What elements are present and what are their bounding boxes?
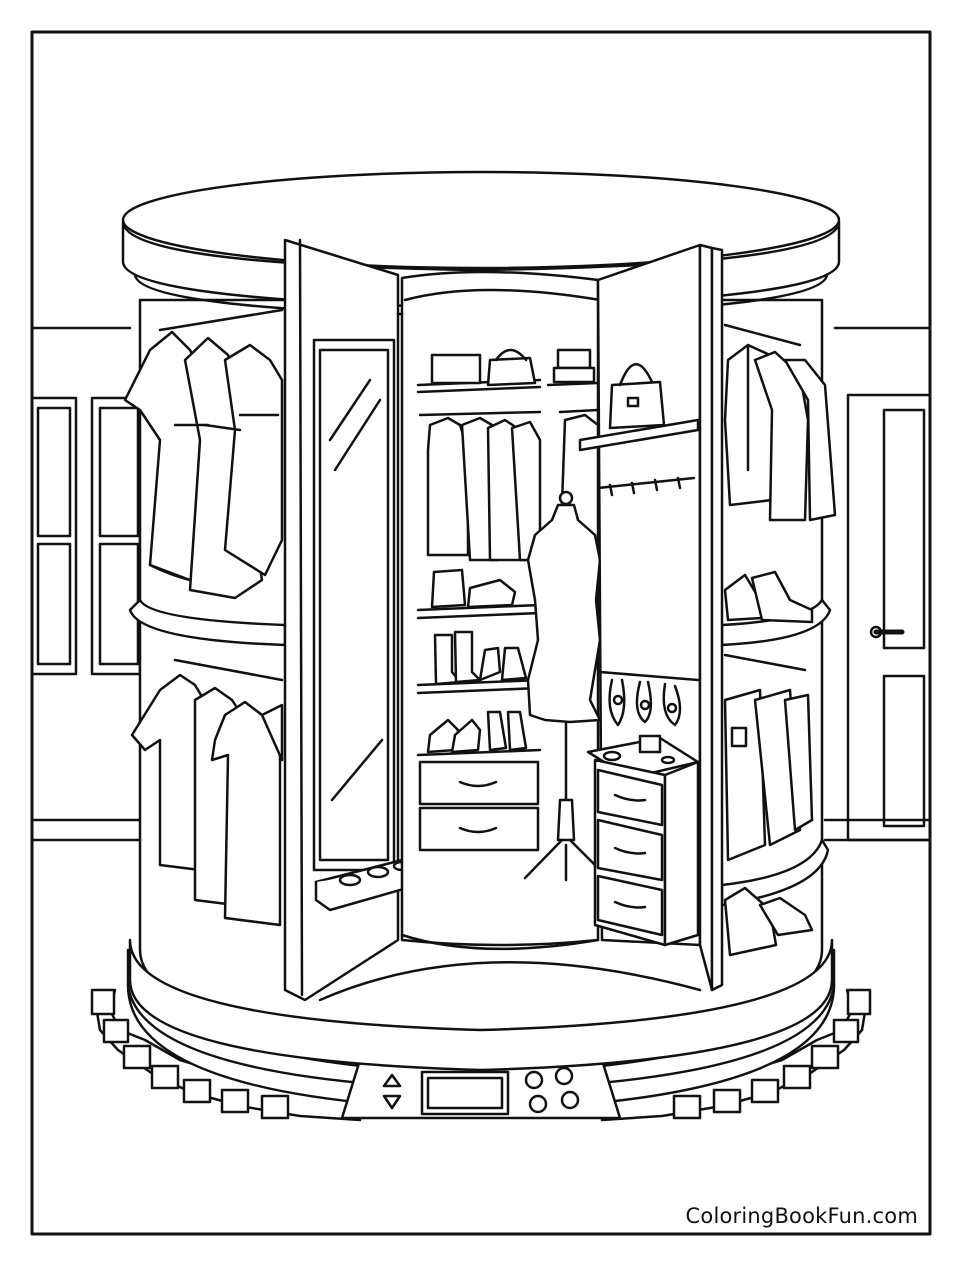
hanging-dresses-left <box>125 310 282 598</box>
folded-bag <box>432 570 465 607</box>
necklaces <box>610 680 625 725</box>
arrow-down-icon <box>384 1096 400 1108</box>
mirror-door <box>285 240 428 1000</box>
control-panel <box>342 1060 620 1118</box>
interior-drawers <box>420 762 538 804</box>
closet-interior <box>320 272 700 1000</box>
arrow-up-icon <box>384 1075 400 1086</box>
dress-form <box>525 492 600 880</box>
window-left-1 <box>32 398 76 674</box>
hanging-tshirts-left <box>132 660 282 925</box>
jewelry-box <box>640 736 660 752</box>
handbag-small <box>488 358 535 385</box>
hanging-jeans-right <box>725 655 812 860</box>
accessory-door <box>580 245 722 990</box>
hat-box <box>432 355 480 383</box>
door-right <box>848 395 930 840</box>
control-knob <box>526 1072 542 1088</box>
room-background <box>32 328 930 840</box>
site-watermark: ColoringBookFun.com <box>685 1204 918 1228</box>
mirror <box>314 340 394 870</box>
shoes-right <box>725 572 812 955</box>
gear-base <box>92 950 870 1120</box>
hanging-jackets-right <box>725 325 835 520</box>
